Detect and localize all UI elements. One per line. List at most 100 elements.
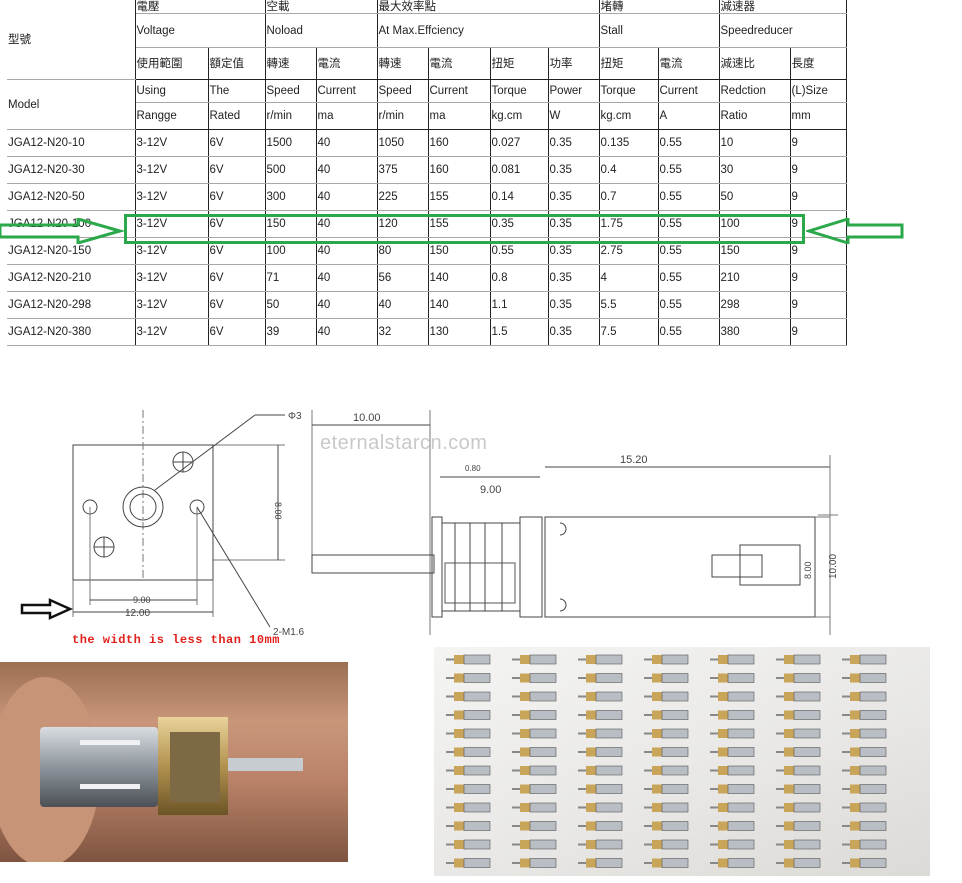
sub-header-en: Speed bbox=[265, 79, 317, 103]
motor-item bbox=[644, 710, 689, 720]
motor-item bbox=[644, 802, 689, 813]
motor-item bbox=[644, 691, 689, 702]
motor-item bbox=[512, 691, 557, 702]
motor-item bbox=[710, 821, 755, 831]
spec-cell: 9 bbox=[790, 264, 847, 292]
dim-0-80: 0.80 bbox=[465, 464, 481, 473]
spec-cell: 6V bbox=[208, 291, 266, 319]
dim-8-vertical: 8.00 bbox=[273, 502, 283, 520]
dim-phi3: Φ3 bbox=[288, 411, 302, 422]
dim-holes: 2-M1.6 bbox=[273, 627, 305, 638]
sub-header-en: Redction bbox=[719, 79, 791, 103]
dim-12: 12.00 bbox=[125, 608, 150, 619]
motor-item bbox=[578, 784, 623, 794]
motor-item bbox=[776, 765, 821, 776]
spec-cell: 3-12V bbox=[135, 156, 209, 184]
unit-header: Rangge bbox=[135, 102, 209, 130]
motor-item bbox=[446, 747, 491, 757]
motor-item bbox=[710, 728, 755, 739]
model-cell: JGA12-N20-10 bbox=[7, 129, 136, 157]
sub-header-cn: 轉速 bbox=[377, 47, 429, 80]
sub-header-en: Current bbox=[316, 79, 378, 103]
motor-item bbox=[776, 728, 821, 739]
spec-cell: 0.027 bbox=[490, 129, 549, 157]
spec-cell: 3-12V bbox=[135, 291, 209, 319]
sub-header-en: Using bbox=[135, 79, 209, 103]
sub-header-cn: 減速比 bbox=[719, 47, 791, 80]
unit-header: Rated bbox=[208, 102, 266, 130]
model-header-en: Model bbox=[7, 79, 136, 130]
motor-item bbox=[512, 710, 557, 720]
spec-cell: 1050 bbox=[377, 129, 429, 157]
motor-item bbox=[578, 839, 623, 850]
spec-cell: 3-12V bbox=[135, 183, 209, 211]
motor-item bbox=[842, 839, 887, 850]
motor-item bbox=[644, 765, 689, 776]
sub-header-cn: 使用範圍 bbox=[135, 47, 209, 80]
spec-cell: 32 bbox=[377, 318, 429, 346]
spec-cell: 9 bbox=[790, 291, 847, 319]
sub-header-cn: 電流 bbox=[316, 47, 378, 80]
motor-item bbox=[578, 673, 623, 683]
unit-header: ma bbox=[428, 102, 491, 130]
sub-header-en: Current bbox=[658, 79, 720, 103]
spec-cell: 140 bbox=[428, 264, 491, 292]
motor-item bbox=[446, 710, 491, 720]
motor-item bbox=[512, 858, 557, 868]
spec-cell: 1500 bbox=[265, 129, 317, 157]
motor-item bbox=[710, 654, 755, 665]
spec-cell: 3-12V bbox=[135, 264, 209, 292]
motor-item bbox=[644, 747, 689, 757]
motor-item bbox=[512, 728, 557, 739]
motor-item bbox=[446, 784, 491, 794]
motor-item bbox=[446, 654, 491, 665]
spec-cell: 375 bbox=[377, 156, 429, 184]
motor-item bbox=[842, 802, 887, 813]
spec-cell: 30 bbox=[719, 156, 791, 184]
motor-item bbox=[710, 802, 755, 813]
spec-cell: 0.35 bbox=[548, 264, 600, 292]
spec-cell: 0.55 bbox=[658, 291, 720, 319]
spec-cell: 0.35 bbox=[548, 129, 600, 157]
spec-cell: 0.55 bbox=[658, 183, 720, 211]
spec-table: 型號 電壓 空載 最大效率點 堵轉 減速器 Voltage Noload At … bbox=[7, 0, 847, 346]
motor-item bbox=[446, 673, 491, 683]
sub-header-cn: 電流 bbox=[428, 47, 491, 80]
spec-cell: 0.081 bbox=[490, 156, 549, 184]
spec-cell: 10 bbox=[719, 129, 791, 157]
motor-item bbox=[842, 673, 887, 683]
spec-cell: 71 bbox=[265, 264, 317, 292]
motor-item bbox=[776, 654, 821, 665]
motor-item bbox=[512, 839, 557, 850]
spec-cell: 3-12V bbox=[135, 129, 209, 157]
motor-item bbox=[776, 747, 821, 757]
pointer-arrow-icon bbox=[20, 598, 74, 620]
spec-cell: 6V bbox=[208, 129, 266, 157]
motor-item bbox=[644, 728, 689, 739]
spec-cell: 5.5 bbox=[599, 291, 659, 319]
spec-cell: 210 bbox=[719, 264, 791, 292]
spec-cell: 40 bbox=[377, 291, 429, 319]
spec-cell: 500 bbox=[265, 156, 317, 184]
unit-header: ma bbox=[316, 102, 378, 130]
spec-cell: 140 bbox=[428, 291, 491, 319]
motor-item bbox=[842, 747, 887, 757]
group-header-stall-en: Stall bbox=[599, 13, 720, 48]
motor-item bbox=[446, 858, 491, 868]
spec-cell: 0.55 bbox=[658, 156, 720, 184]
motor-item bbox=[842, 710, 887, 720]
spec-cell: 40 bbox=[316, 291, 378, 319]
model-cell: JGA12-N20-380 bbox=[7, 318, 136, 346]
spec-cell: 40 bbox=[316, 264, 378, 292]
sub-header-cn: 扭矩 bbox=[490, 47, 549, 80]
spec-cell: 40 bbox=[316, 183, 378, 211]
motor-item bbox=[446, 728, 491, 739]
motor-item bbox=[644, 858, 689, 868]
spec-cell: 0.55 bbox=[658, 318, 720, 346]
spec-cell: 50 bbox=[719, 183, 791, 211]
motor-item bbox=[710, 839, 755, 850]
